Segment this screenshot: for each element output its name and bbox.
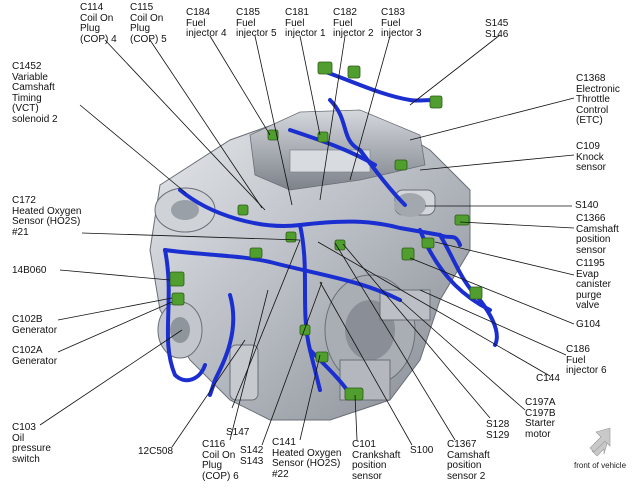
leader-lines [39,34,575,448]
label-c1195: C1195 Evap canister purge valve [576,258,612,311]
label-c1367: C1367 Camshaft position sensor 2 [447,439,490,482]
label-s140: S140 [575,200,599,211]
label-c1452: C1452 Variable Camshaft Timing (VCT) sol… [12,61,58,125]
label-c102a: C102A Generator [12,345,58,367]
label-c182: C182 Fuel injector 2 [333,7,374,39]
label-s100: S100 [410,445,434,456]
label-c1366: C1366 Camshaft position sensor [576,213,619,256]
front-arrow-icon [589,427,611,457]
label-s145: S145 S146 [485,18,509,40]
label-s142: S142 S143 [240,445,264,467]
label-c197: C197A C197B Starter motor [525,397,556,440]
label-c103: C103 Oil pressure switch [12,422,51,465]
label-c102b: C102B Generator [12,314,58,336]
label-c144: C144 [536,373,560,384]
label-g104: G104 [576,319,601,330]
connectors [169,61,483,401]
label-c101: C101 Crankshaft position sensor [352,439,401,482]
label-14b060: 14B060 [12,265,47,276]
label-s147: S147 [226,427,250,438]
label-c183: C183 Fuel injector 3 [381,7,422,39]
label-c109: C109 Knock sensor [576,141,607,173]
label-c184: C184 Fuel injector 4 [186,7,227,39]
label-c185: C185 Fuel injector 5 [236,7,277,39]
label-c114: C114 Coil On Plug (COP) 4 [80,2,117,45]
label-c186: C186 Fuel injector 6 [566,344,607,376]
label-c172: C172 Heated Oxygen Sensor (HO2S) #21 [12,195,82,238]
label-c115: C115 Coil On Plug (COP) 5 [130,2,167,45]
label-c141: C141 Heated Oxygen Sensor (HO2S) #22 [272,437,342,480]
label-c181: C181 Fuel injector 1 [285,7,326,39]
label-12c508: 12C508 [138,446,174,457]
front-of-vehicle-label: front of vehicle [574,461,627,470]
label-c1368: C1368 Electronic Throttle Control (ETC) [576,73,620,126]
label-c116: C116 Coil On Plug (COP) 6 [202,439,239,482]
label-s128: S128 S129 [486,419,510,441]
